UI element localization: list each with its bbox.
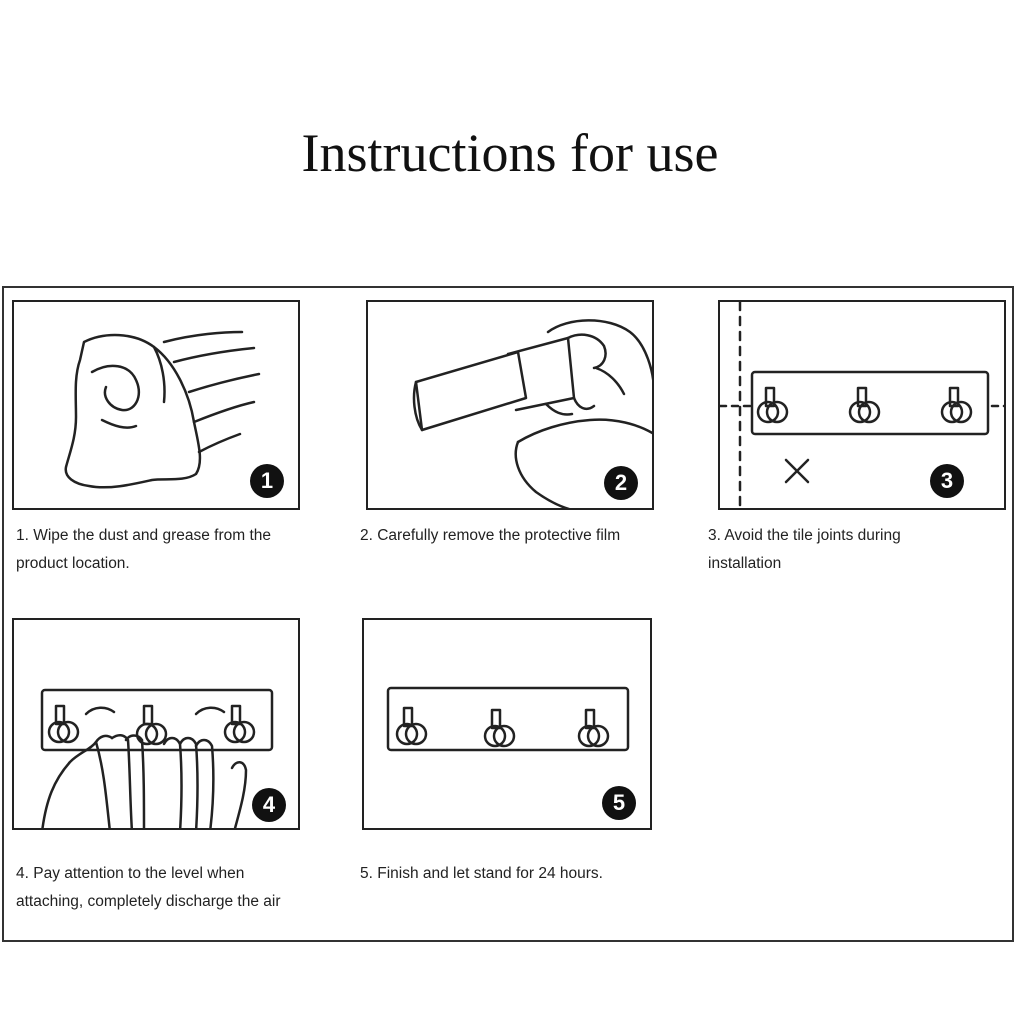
step-1-caption-line-1: 1. Wipe the dust and grease from the [16, 527, 272, 544]
step-2-caption: 2. Carefully remove the protective film [360, 522, 620, 550]
step-4-caption-line-2: attaching, completely discharge the air [16, 893, 281, 910]
step-1-badge: 1 [250, 464, 284, 498]
step-2-badge: 2 [604, 466, 638, 500]
peel-film-icon [412, 319, 652, 508]
step-5-caption-line-1: 5. Finish and let stand for 24 hours. [360, 865, 603, 882]
step-3-badge: 3 [930, 464, 964, 498]
page-title: Instructions for use [301, 123, 719, 183]
instructions-frame [2, 286, 1014, 942]
step-5-illustration: 5 [362, 618, 652, 830]
step-1-illustration: 1 [12, 300, 300, 510]
finished-hook-rack-icon [386, 686, 630, 752]
step-1-caption: 1. Wipe the dust and grease from the pro… [16, 522, 271, 578]
step-4-caption: 4. Pay attention to the level when attac… [16, 860, 281, 916]
step-5-caption: 5. Finish and let stand for 24 hours. [360, 860, 603, 888]
step-5-badge: 5 [602, 786, 636, 820]
press-hands-icon [40, 688, 274, 828]
step-1-caption-line-2: product location. [16, 555, 130, 572]
step-3-caption: 3. Avoid the tile joints during installa… [708, 522, 901, 578]
step-3-caption-line-2: installation [708, 555, 782, 572]
step-3-illustration: 3 [718, 300, 1006, 510]
step-3-caption-line-1: 3. Avoid the tile joints during [708, 527, 901, 544]
tile-joint-avoid-icon [720, 302, 1004, 508]
step-2-caption-line-1: 2. Carefully remove the protective film [360, 527, 621, 544]
cloth-wiping-icon [64, 330, 261, 489]
step-4-illustration: 4 [12, 618, 300, 830]
step-4-badge: 4 [252, 788, 286, 822]
step-4-caption-line-1: 4. Pay attention to the level when [16, 865, 245, 882]
step-2-illustration: 2 [366, 300, 654, 510]
